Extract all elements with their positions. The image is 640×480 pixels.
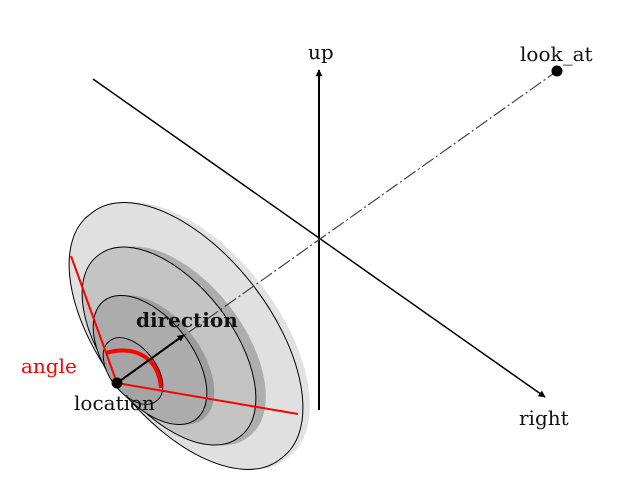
angle-label: angle — [21, 354, 77, 378]
location-label: location — [74, 391, 155, 415]
look-at-point — [551, 65, 563, 77]
look-at-label: look_at — [520, 42, 593, 66]
location-point — [111, 377, 123, 389]
right-label: right — [519, 406, 569, 430]
angle-edge-upper — [70, 255, 118, 384]
angle-edge-lower — [116, 382, 299, 415]
view-cone — [68, 202, 310, 470]
look-at-line — [116, 70, 558, 384]
angle-indicator — [70, 255, 299, 415]
up-label: up — [308, 40, 334, 64]
direction-vector — [116, 334, 185, 384]
angle-arc — [105, 348, 163, 389]
direction-label: direction — [136, 308, 238, 332]
